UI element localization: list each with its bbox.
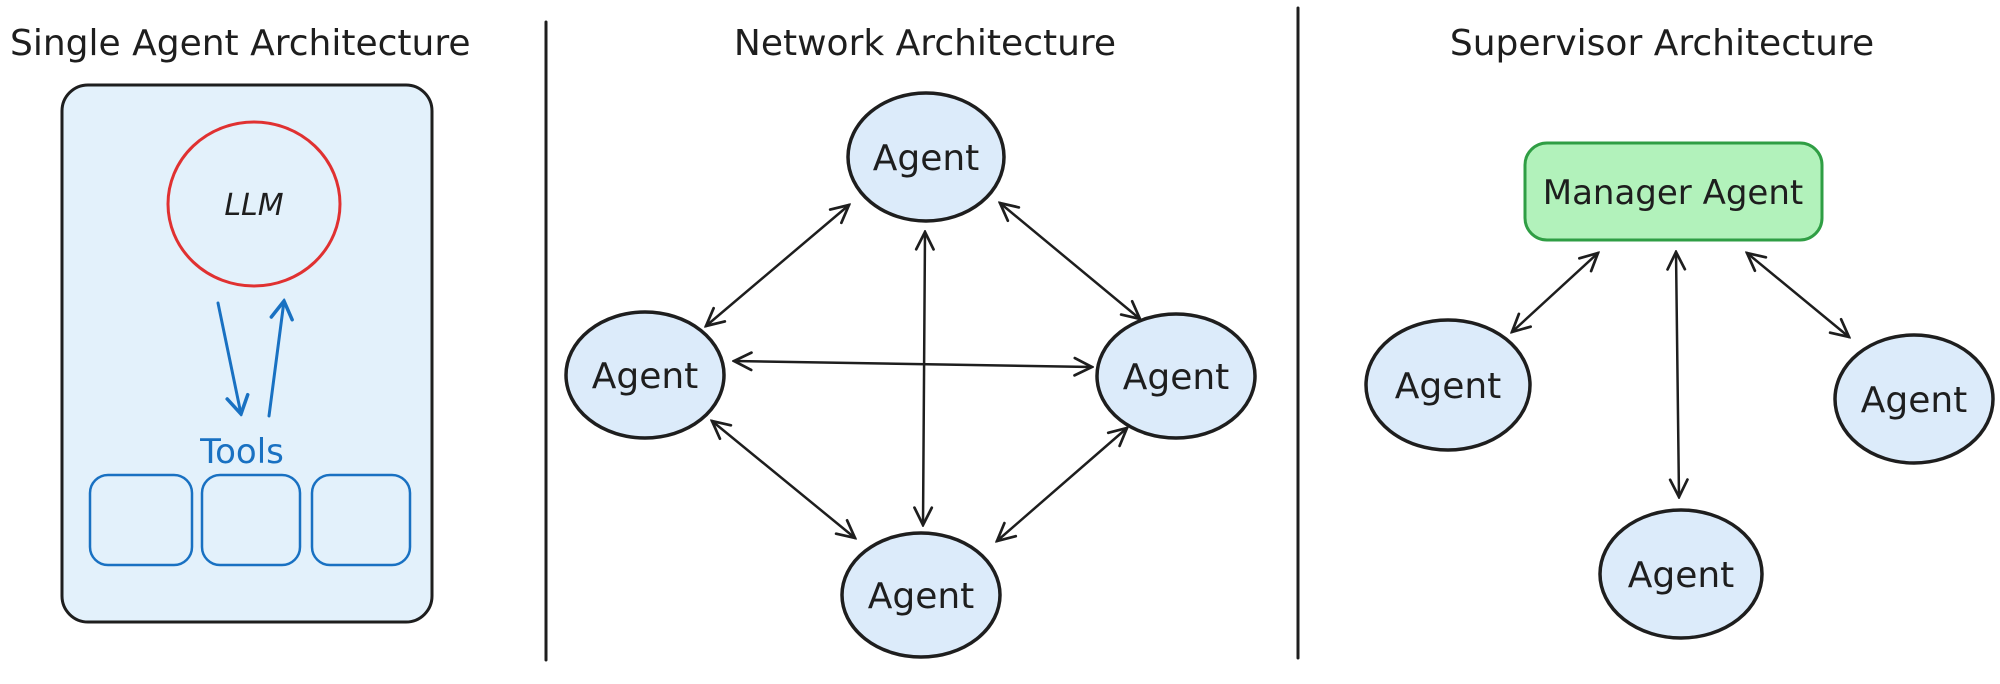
tools-to-llm-arrow — [267, 301, 284, 418]
manager-agent-box — [1523, 141, 1824, 242]
network-agent-right-label: Agent — [1123, 357, 1230, 398]
panel-single-agent: Single Agent Architecture LLM Tools — [10, 23, 471, 624]
network-agent-bottom-circle — [840, 531, 1002, 659]
supervisor-agent-right-label: Agent — [1861, 380, 1968, 421]
network-title: Network Architecture — [734, 23, 1116, 64]
tools-label: Tools — [199, 432, 284, 472]
llm-label: LLM — [224, 188, 283, 223]
edge-left-bottom — [712, 421, 855, 538]
tool-box-2 — [200, 473, 302, 567]
supervisor-agent-bottom-label: Agent — [1628, 555, 1735, 596]
network-agent-left-circle — [564, 310, 726, 440]
supervisor-title: Supervisor Architecture — [1450, 23, 1874, 64]
network-agent-top-label: Agent — [873, 138, 980, 179]
llm-circle — [166, 120, 342, 288]
supervisor-agent-right-circle — [1833, 333, 1995, 465]
panel-network: Network Architecture Agent Agent Agent A… — [564, 23, 1257, 659]
network-agent-top-circle — [846, 91, 1006, 223]
supervisor-agent-bottom-circle — [1598, 508, 1764, 640]
network-agent-bottom-label: Agent — [868, 576, 975, 617]
tool-box-3 — [310, 473, 412, 567]
supervisor-agent-left-circle — [1364, 318, 1532, 452]
supervisor-agent-left-label: Agent — [1395, 366, 1502, 407]
panel-supervisor: Supervisor Architecture Manager Agent Ag… — [1364, 23, 1995, 640]
agent-container-box — [60, 83, 434, 624]
edge-manager-bottom — [1676, 252, 1679, 497]
tool-box-1 — [88, 473, 194, 567]
edge-top-left — [706, 205, 849, 326]
network-agent-right-circle — [1095, 312, 1257, 440]
edge-top-bottom — [923, 232, 925, 525]
edge-manager-left — [1512, 253, 1598, 332]
edge-left-right — [734, 361, 1092, 367]
single-agent-title: Single Agent Architecture — [10, 23, 471, 64]
network-agent-left-label: Agent — [592, 356, 699, 397]
edge-manager-right — [1747, 253, 1849, 337]
edge-right-bottom — [997, 428, 1127, 541]
llm-to-tools-arrow — [216, 301, 241, 414]
manager-agent-label: Manager Agent — [1543, 173, 1803, 213]
edge-top-right — [1000, 203, 1140, 319]
